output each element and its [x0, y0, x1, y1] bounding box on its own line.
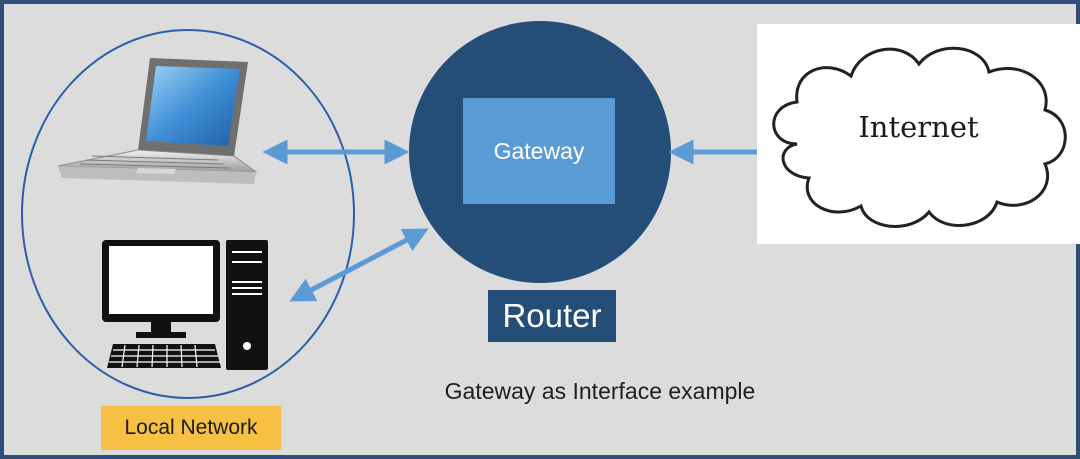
- diagram-caption: Gateway as Interface example: [444, 378, 756, 404]
- cloud-icon: [772, 46, 1067, 228]
- internet-label: Internet: [858, 110, 979, 144]
- laptop-icon: [57, 58, 258, 184]
- router-label: Router: [488, 290, 616, 342]
- desktop-router-arrow: [289, 228, 429, 302]
- local-network-label: Local Network: [101, 406, 281, 450]
- gateway-box: Gateway: [463, 98, 615, 204]
- local-network-boundary: [21, 29, 355, 399]
- desktop-computer-icon: [102, 240, 268, 370]
- internet-panel: [757, 24, 1080, 244]
